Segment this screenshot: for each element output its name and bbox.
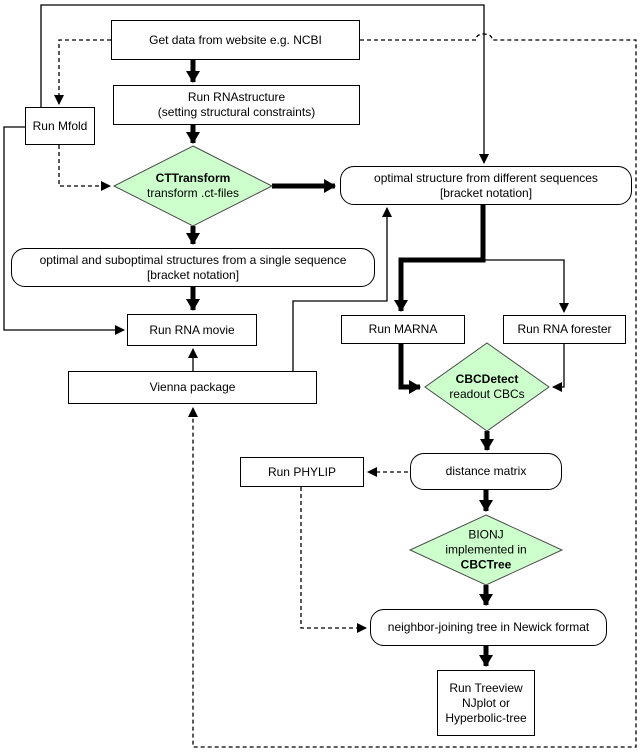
dashed-phylip-to-njtree bbox=[300, 487, 367, 633]
node-optimal-suboptimal-label-2: [bracket notation] bbox=[146, 267, 240, 282]
node-run-mfold-label: Run Mfold bbox=[32, 118, 88, 133]
cttransform-title: CTTransform bbox=[155, 171, 231, 185]
node-run-phylip-label: Run PHYLIP bbox=[267, 464, 337, 479]
node-optimal-suboptimal-label-1: optimal and suboptimal structures from a… bbox=[39, 252, 347, 267]
node-run-marna: Run MARNA bbox=[341, 315, 465, 344]
node-run-treeview: Run Treeview NJplot or Hyperbolic-tree bbox=[437, 670, 535, 736]
bionj-diamond bbox=[408, 514, 564, 586]
node-run-treeview-label-3: Hyperbolic-tree bbox=[445, 710, 527, 725]
arrow-optimalstructure-to-marna bbox=[394, 205, 486, 312]
arrow-marna-to-cbcdetect bbox=[398, 344, 421, 394]
node-run-rna-movie-label: Run RNA movie bbox=[149, 322, 235, 337]
arrow-forester-to-cbcdetect bbox=[552, 344, 565, 392]
node-run-rnastructure-label-2: (setting structural constraints) bbox=[157, 105, 316, 119]
node-get-data: Get data from website e.g. NCBI bbox=[111, 20, 360, 60]
node-run-mfold: Run Mfold bbox=[25, 107, 95, 145]
node-optimal-structure: optimal structure from different sequenc… bbox=[340, 166, 632, 205]
node-bionj-label: BIONJ implemented in CBCTree bbox=[445, 528, 526, 573]
bionj-line-3: CBCTree bbox=[460, 557, 512, 572]
node-cttransform-label: CTTransform transform .ct-files bbox=[147, 171, 239, 201]
cbcdetect-title: CBCDetect bbox=[455, 372, 519, 386]
node-vienna-package: Vienna package bbox=[68, 371, 317, 404]
node-distance-matrix: distance matrix bbox=[410, 453, 562, 490]
arrow-mfold-to-optimalstructure bbox=[40, 4, 489, 164]
arrow-vienna-to-optimalstructure bbox=[292, 207, 392, 371]
arrow-optimalstructure-to-forester bbox=[483, 259, 569, 313]
cbcdetect-subtitle: readout CBCs bbox=[449, 387, 525, 401]
node-run-treeview-label-2: NJplot or bbox=[461, 695, 511, 710]
node-optimal-suboptimal: optimal and suboptimal structures from a… bbox=[11, 248, 375, 287]
node-vienna-package-label: Vienna package bbox=[149, 380, 236, 394]
node-run-rna-forester-label: Run RNA forester bbox=[517, 322, 612, 336]
node-run-rna-movie: Run RNA movie bbox=[127, 314, 257, 346]
node-run-phylip: Run PHYLIP bbox=[240, 457, 364, 487]
dashed-getdata-to-mfold bbox=[54, 39, 111, 105]
node-run-treeview-label-1: Run Treeview bbox=[449, 680, 523, 695]
node-run-rnastructure-label-1: Run RNAstructure bbox=[187, 90, 286, 104]
dashed-mfold-to-cttransform bbox=[58, 145, 111, 191]
cttransform-subtitle: transform .ct-files bbox=[146, 186, 240, 200]
node-optimal-structure-label-1: optimal structure from different sequenc… bbox=[374, 170, 598, 185]
node-run-rnastructure: Run RNAstructure (setting structural con… bbox=[113, 85, 360, 125]
node-run-rna-forester: Run RNA forester bbox=[503, 315, 626, 344]
bionj-line-1: BIONJ bbox=[468, 527, 504, 542]
cttransform-diamond bbox=[112, 145, 274, 227]
node-cbcdetect-label: CBCDetect readout CBCs bbox=[449, 372, 524, 402]
node-nj-tree-label: neighbor-joining tree in Newick format bbox=[387, 620, 590, 634]
dashed-getdata-loop-to-vienna bbox=[188, 33, 637, 748]
node-run-marna-label: Run MARNA bbox=[368, 322, 438, 336]
node-get-data-label: Get data from website e.g. NCBI bbox=[149, 32, 322, 47]
node-nj-tree: neighbor-joining tree in Newick format bbox=[370, 609, 607, 646]
bionj-line-2: implemented in bbox=[445, 542, 527, 557]
node-distance-matrix-label: distance matrix bbox=[445, 464, 527, 478]
arrow-mfold-to-rnamovie bbox=[3, 126, 125, 335]
node-optimal-structure-label-2: [bracket notation] bbox=[439, 185, 533, 200]
cbcdetect-diamond bbox=[424, 342, 550, 432]
